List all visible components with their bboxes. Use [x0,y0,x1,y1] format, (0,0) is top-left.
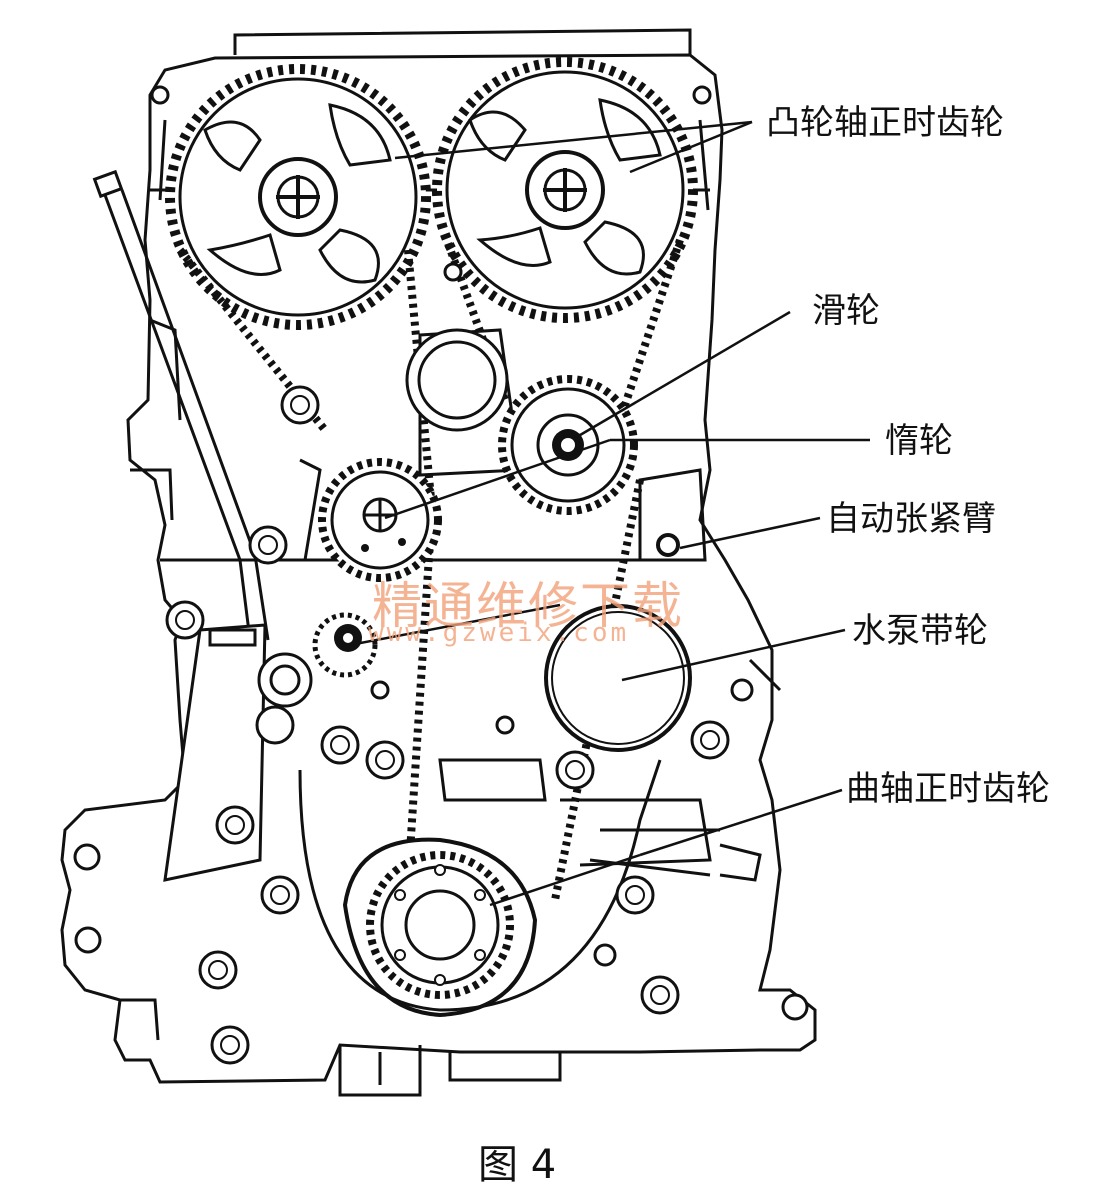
leader-crankshaft-2 [489,853,641,907]
watermark-url: www.gzweix.com [368,618,630,648]
center-boss [405,328,509,432]
label-crankshaft-gear: 曲轴正时齿轮 [846,769,1050,809]
leader-water-pump [621,628,846,682]
label-camshaft-gear: 凸轮轴正时齿轮 [766,103,1004,143]
leader-lines [349,120,870,907]
camshaft-gear-left [165,64,431,330]
leader-idler-2 [384,438,611,520]
label-auto-tensioner-arm: 自动张紧臂 [826,499,996,539]
water-pump-pulley [544,604,692,752]
label-idler: 惰轮 [885,421,953,461]
crankshaft-gear [342,837,538,1018]
lower-belt-loop [298,759,662,1012]
label-water-pump-pulley: 水泵带轮 [852,611,988,651]
idler-pulley [498,375,638,515]
leader-crankshaft [639,788,843,857]
leader-camshaft-2 [394,120,753,160]
leader-pulley [574,310,791,440]
bolts [73,85,809,1065]
leader-water-pump-2 [349,603,561,647]
small-pulley [312,612,378,678]
figure-caption: 图 4 [478,1142,557,1188]
tensioner-pulley [318,458,442,582]
leader-camshaft-1 [629,120,753,174]
camshaft-gear-right [432,57,698,323]
watermark-title: 精通维修下载 [372,577,684,635]
leader-auto-tensioner [679,516,821,550]
label-pulley: 滑轮 [812,291,880,331]
